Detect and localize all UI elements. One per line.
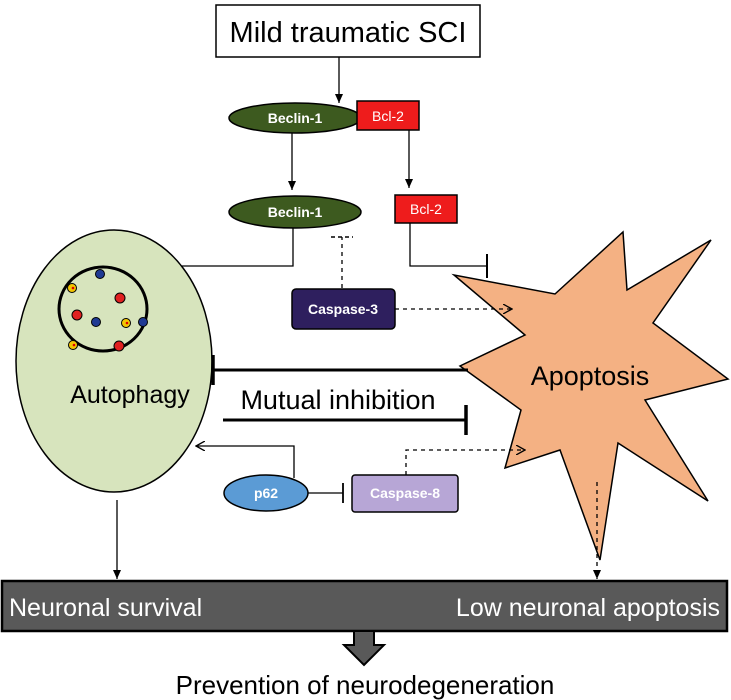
arrow-p62-to-autophagy — [196, 446, 295, 478]
injury-box — [215, 4, 481, 58]
down-arrow — [341, 630, 387, 667]
beclin1-top-label: Beclin-1 — [268, 110, 323, 126]
caspase3-label: Caspase-3 — [308, 301, 378, 317]
beclin1-mid-node — [228, 195, 362, 229]
bcl2-top-node — [356, 100, 420, 131]
arrow-caspase8-to-apoptosis — [405, 450, 525, 475]
neuronal-survival-label: Neuronal survival — [9, 594, 202, 622]
apoptosis-label: Apoptosis — [531, 361, 650, 391]
bcl2-top-label: Bcl-2 — [372, 108, 404, 124]
p62-label: p62 — [254, 485, 278, 501]
bcl2-mid-node — [394, 194, 458, 224]
arrow-beclin-to-autophagy — [168, 228, 294, 266]
autophagy-label: Autophagy — [70, 381, 190, 409]
outcome-label: Prevention of neurodegeneration — [176, 670, 555, 700]
caspase8-label: Caspase-8 — [370, 485, 440, 501]
inhibit-bcl2-to-apoptosis — [409, 223, 487, 267]
low-apoptosis-label: Low neuronal apoptosis — [456, 594, 720, 622]
bcl2-mid-label: Bcl-2 — [410, 201, 442, 217]
injury-label: Mild traumatic SCI — [230, 17, 467, 49]
caspase8-node — [351, 474, 459, 513]
autophagosome — [57, 265, 149, 353]
beclin1-mid-label: Beclin-1 — [268, 204, 323, 220]
mutual-inhibition-label: Mutual inhibition — [240, 385, 435, 415]
apoptosis-star — [451, 230, 730, 561]
autophagosome-cargo — [67, 269, 148, 352]
